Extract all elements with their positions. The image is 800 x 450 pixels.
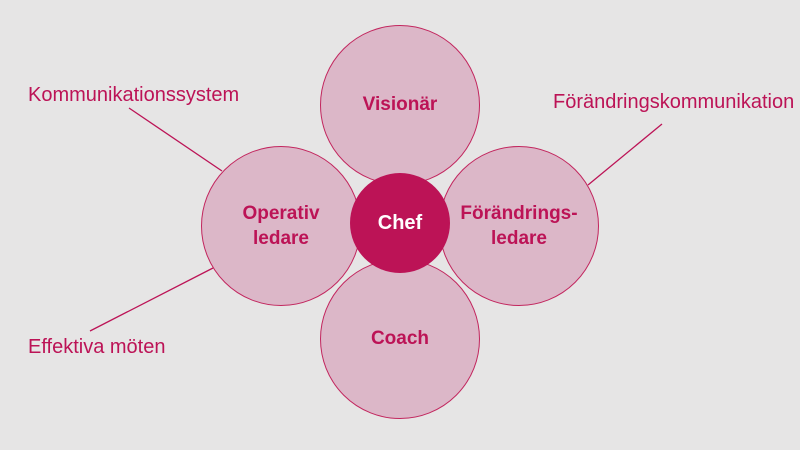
- node-forandrings-ledare-label: Förändrings- ledare: [460, 201, 577, 251]
- connector-kommunikationssystem-line: [128, 107, 223, 172]
- connector-forandringskommunikation-line: [587, 123, 663, 186]
- node-visionar: Visionär: [320, 25, 480, 185]
- node-visionar-label: Visionär: [363, 92, 438, 117]
- node-coach: Coach: [320, 259, 480, 419]
- node-forandrings-ledare: Förändrings- ledare: [439, 146, 599, 306]
- node-coach-label-line: Coach: [370, 328, 430, 350]
- node-coach-label: Coach: [371, 326, 429, 351]
- node-forandrings-ledare-label-line2: ledare: [491, 228, 547, 249]
- callout-kommunikationssystem: Kommunikationssystem: [28, 84, 240, 106]
- center-node-chef-label: Chef: [377, 211, 423, 234]
- node-forandrings-ledare-label-line1: Förändrings-: [460, 202, 578, 224]
- node-visionar-label-line: Visionär: [362, 94, 438, 116]
- node-operativ-ledare-label: Operativ ledare: [242, 201, 319, 251]
- connector-effektiva-moten-line: [89, 267, 214, 332]
- center-node-chef: Chef: [350, 173, 450, 273]
- node-operativ-ledare: Operativ ledare: [201, 146, 361, 306]
- callout-forandringskommunikation: Förändringskommunikation: [553, 91, 795, 113]
- callout-effektiva-moten: Effektiva möten: [28, 336, 166, 358]
- node-operativ-ledare-label-line1: Operativ: [242, 202, 320, 224]
- node-operativ-ledare-label-line2: ledare: [253, 228, 309, 249]
